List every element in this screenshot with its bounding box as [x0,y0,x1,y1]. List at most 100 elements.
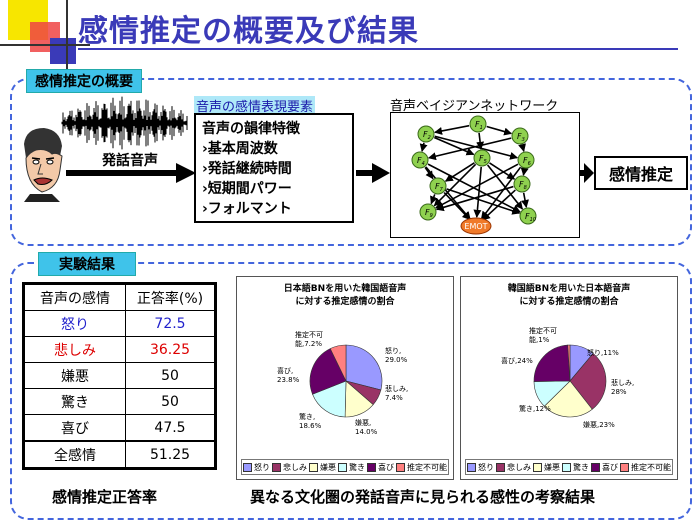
pie-slice [533,344,571,382]
bn-edge [482,189,516,221]
legend-swatch [533,462,542,472]
speaker-face-icon [24,128,63,202]
pie-chart-1: 日本語BNを用いた韓国語音声に対する推定感情の割合 怒り,29.0%悲しみ,7.… [236,276,454,480]
bn-edge [443,191,471,221]
bn-edge [419,142,428,153]
feature-item: ›発話継続時間 [202,161,292,177]
legend-label: 推定不可能 [631,462,671,472]
bn-edge [489,162,516,180]
result-label: 感情推定 [608,165,673,184]
legend-swatch [396,462,405,472]
pie-chart-2: 韓国語BNを用いた日本語音声に対する推定感情の割合 怒り,11%悲しみ,28%嫌… [460,276,678,480]
results-panel [10,262,692,520]
pie-slice [309,348,347,395]
pie-chart-graphic: 怒り,29.0%悲しみ,7.4%嫌悪,14.0%驚き,18.6%喜び,23.8%… [277,330,408,436]
bn-edge [424,166,434,180]
legend-item: 嫌悪 [309,462,336,473]
legend-label: 怒り [254,462,270,472]
pie-slice-label: 怒り,11% [587,348,619,357]
bn-edge [430,194,438,205]
pie-slice-label: 喜び,23.8% [277,366,300,384]
bn-node [517,151,535,169]
legend-item: 怒り [243,462,270,473]
pie-chart-legend: 怒り悲しみ嫌悪驚き喜び推定不可能 [465,459,673,475]
bn-node-label: F2 [423,130,431,141]
legend-label: 驚き [349,462,365,472]
legend-swatch [338,462,347,472]
rate-cell: 51.25 [125,440,215,468]
features-box: 音声の韻律特徴 ›基本周波数 ›発話継続時間 ›短期間パワー ›フォルマント [194,113,354,223]
bn-edge [433,163,477,207]
pie-chart-title: 韓国語BNを用いた日本語音声に対する推定感情の割合 [507,284,631,307]
rate-cell: 36.25 [125,336,215,363]
emotion-cell: 怒り [24,310,126,337]
arrow-to-features [66,163,196,183]
bn-node [419,203,437,221]
legend-label: 嫌悪 [544,462,560,472]
bn-edge [521,192,529,208]
bn-edge [435,163,519,209]
bn-edge [480,166,522,220]
bn-edge [486,125,513,136]
legend-swatch [591,462,600,472]
speech-waveform-icon [61,96,188,150]
results-label: 実験結果 [38,252,136,276]
bn-edge [435,185,514,212]
bn-edge [433,136,475,156]
bn-node [417,125,435,143]
bn-node-label: F4 [417,156,425,167]
legend-item: 推定不可能 [620,462,671,473]
overview-panel [10,78,692,246]
legend-label: 怒り [478,462,494,472]
bn-node-label: F10 [525,212,536,223]
bn-edge [425,166,471,220]
speech-label: 発話音声 [102,153,158,169]
bn-node-label: F1 [475,120,483,131]
bn-edge [444,162,475,182]
pie-slice-label: 驚き,12% [519,404,551,413]
pie-chart-legend: 怒り悲しみ嫌悪驚き喜び推定不可能 [241,459,449,475]
pie-slice [569,352,607,410]
pie-slice-label: 嫌悪,14.0% [355,418,378,436]
overview-label: 感情推定の概要 [26,69,142,93]
legend-label: 悲しみ [283,462,307,472]
emotion-cell: 悲しみ [24,336,126,363]
arrow-to-result [580,163,594,183]
bn-node-label: F5 [479,154,487,165]
emotion-cell: 喜び [24,414,126,442]
feature-item: ›短期間パワー [202,181,292,197]
deco-square-blue [50,38,76,64]
deco-line-h [0,44,90,46]
legend-swatch [496,462,505,472]
bn-node-label: F3 [517,132,525,143]
rate-cell: 50 [125,388,215,415]
pie-slice-label: 悲しみ,7.4% [385,384,408,402]
legend-item: 驚き [562,462,589,473]
legend-label: 嫌悪 [320,462,336,472]
deco-line-v [66,0,68,70]
pie-slice [312,380,347,418]
charts-caption: 異なる文化圏の発話音声に見られる感性の考察結果 [250,488,596,506]
feature-item: 音声の韻律特徴 [202,121,300,137]
legend-swatch [620,462,629,472]
features-label: 音声の感情表現要素 [194,96,316,115]
legend-item: 喜び [367,462,394,473]
bn-edge [473,166,483,218]
legend-item: 喜び [591,462,618,473]
title-underline [78,48,678,50]
pie-slice [543,380,593,418]
legend-item: 悲しみ [272,462,307,473]
pie-chart-graphic: 怒り,11%悲しみ,28%嫌悪,23%驚き,12%喜び,24%推定不可能,1% [501,326,634,429]
legend-label: 喜び [602,462,618,472]
rate-cell: 47.5 [125,414,215,442]
pie-slice-label: 喜び,24% [501,356,533,365]
pie-slice [329,344,347,382]
table-caption: 感情推定正答率 [52,488,158,506]
bn-node [511,127,529,145]
